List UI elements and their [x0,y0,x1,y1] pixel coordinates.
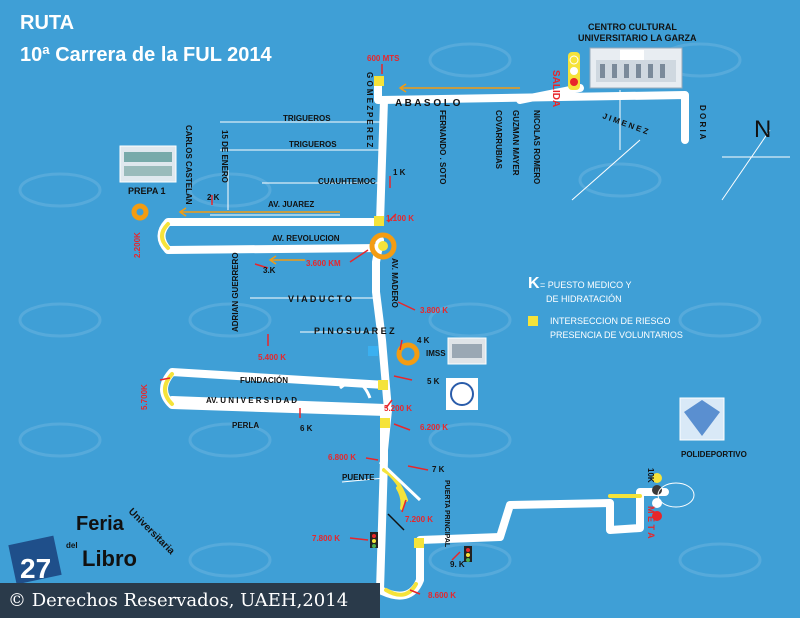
risk-marker-perla [380,418,390,428]
label-imss: IMSS [426,349,446,358]
label-doria: D O R I A [698,105,707,140]
legend-puesto-1: = PUESTO MEDICO Y [540,280,631,290]
dist-5700: 5.700K [140,384,149,410]
dist-2200: 2.200K [133,232,142,258]
logo-number: 27 [20,553,51,584]
risk-curves [160,222,642,597]
label-centro-cultural-1: CENTRO CULTURAL [588,22,677,32]
copyright-bar: © Derechos Reservados, UAEH,2014 [0,583,380,618]
traffic-light-7800 [370,532,378,548]
traffic-light-salida [568,52,580,90]
risk-marker-fundacion [378,380,388,390]
label-jimenez: J I M E N E Z [601,111,649,136]
dist-5400: 5.400 K [258,353,286,362]
label-guzman-mayer: GUZMAN MAYER [511,110,520,176]
dist-600m: 600 MTS [367,54,400,63]
label-pino-suarez: P I N O S U A R E Z [314,326,395,336]
label-nicolas-romero: NICOLAS ROMERO [532,110,541,184]
feria-logo: 27 Feria Universitaria del Libro [8,506,177,585]
watermark [18,42,762,578]
legend-k-symbol: K [528,275,540,292]
polideportivo-building [679,397,725,441]
dist-7200: 7.200 K [405,515,433,524]
label-puente: PUENTE [342,473,375,482]
label-fernando-soto: FERNANDO . SOTO [438,110,447,185]
label-adrian-guerrero: ADRIAN GUERRERO [231,252,240,332]
traffic-light-meta [652,473,695,521]
dist-10k: 10K [646,468,655,483]
blue-marker [368,346,378,356]
label-gomez: G O M E Z [365,72,374,110]
traffic-light-9k [464,546,472,562]
label-carlos-castelan: CARLOS CASTELAN [184,125,193,205]
legend-interseccion-1: INTERSECCION DE RIESGO [550,316,671,326]
hydration-prepa [131,203,149,221]
title-ruta: RUTA [20,12,75,34]
hydration-stations [131,203,420,366]
logo-line3: del [66,541,78,550]
legend-puesto-2: DE HIDRATACIÓN [546,294,622,304]
hydration-imss [396,342,420,366]
label-viaducto: V I A D U C T O [288,294,352,304]
label-perla: PERLA [232,421,259,430]
dist-6800: 6.800 K [328,453,356,462]
label-trigueros-2: TRIGUEROS [289,140,337,149]
label-av-madero: AV. MADERO [390,258,399,308]
traffic-lights [370,52,695,562]
label-covarrubias: COVARRUBIAS [494,110,503,170]
dist-3800: 3.800 K [420,306,448,315]
dist-9k: 9. K [450,560,465,569]
imss-building [447,337,487,365]
dist-7800: 7.800 K [312,534,340,543]
label-centro-cultural-2: UNIVERSITARIO LA GARZA [578,33,697,43]
label-meta: M E T A [646,506,656,539]
label-15-enero: 15 DE ENERO [220,130,229,183]
dist-3k: 3.K [263,266,276,275]
label-salida: SALIDA [550,70,561,107]
dist-1100: 1.100 K [386,214,414,223]
risk-marker-abasolo [374,76,384,86]
risk-intersections [374,76,538,548]
dist-5k: 5 K [427,377,440,386]
label-av-universidad: AV. U N I V E R S I D A D [206,396,297,405]
puente-bridge [339,380,422,502]
label-trigueros-1: TRIGUEROS [283,114,331,123]
dist-8600: 8.600 K [428,591,456,600]
logo-line4: Libro [82,546,137,571]
hydration-madero [369,232,397,260]
prepa-building [119,145,177,183]
logo-line1: Feria [76,513,125,535]
dist-5200: 5.200 K [384,404,412,413]
label-prepa: PREPA 1 [128,186,166,196]
legend-interseccion-2: PRESENCIA DE VOLUNTARIOS [550,330,683,340]
imss-logo [446,378,478,410]
distance-arrows [159,64,461,595]
label-polideportivo: POLIDEPORTIVO [681,450,747,459]
label-av-revolucion: AV. REVOLUCION [272,234,340,243]
risk-marker-puerta [414,538,424,548]
label-abasolo: A B A S O L O [395,98,461,109]
dist-4k: 4 K [417,336,430,345]
legend: K = PUESTO MEDICO Y DE HIDRATACIÓN INTER… [528,275,683,340]
label-north: N [754,116,771,143]
legend-risk-marker [528,316,538,326]
title-carrera: 10ª Carrera de la FUL 2014 [20,44,272,66]
puente-pointer [387,513,405,531]
dist-6k: 6 K [300,424,313,433]
dist-3600: 3.600 KM [306,259,341,268]
label-av-juarez: AV. JUAREZ [268,200,314,209]
label-puerta-principal: PUERTA PRINCIPAL [443,480,450,548]
risk-marker-juarez [374,216,384,226]
dist-6200: 6.200 K [420,423,448,432]
dist-1k: 1 K [393,168,406,177]
dist-2k: 2 K [207,193,220,202]
label-cuauhtemoc: CUAUHTEMOC [318,177,376,186]
label-perez: P E R E Z [365,112,374,148]
label-fundacion: FUNDACIÓN [240,376,288,385]
dist-7k: 7 K [432,465,445,474]
direction-arrows [178,83,520,265]
centro-cultural-building [589,47,683,89]
